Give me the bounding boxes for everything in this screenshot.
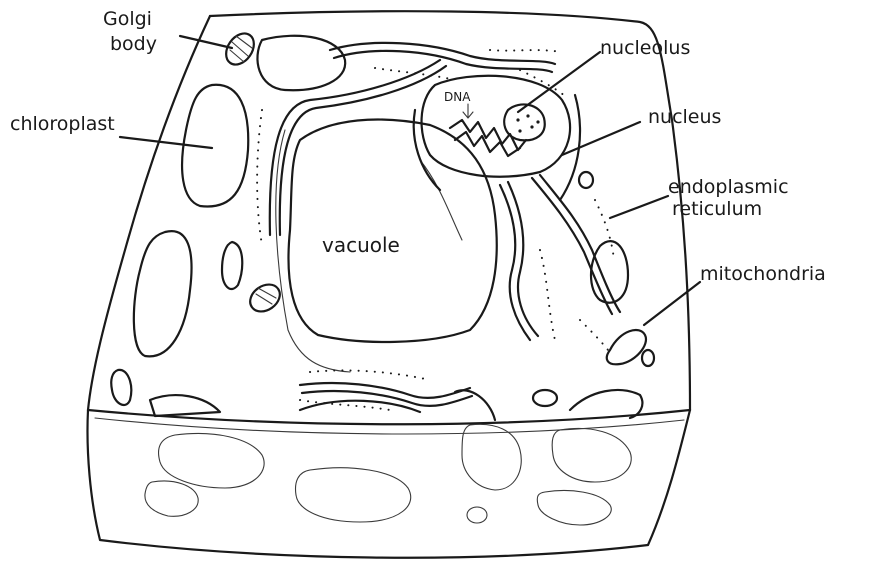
label-golgi-line2: body <box>110 33 157 55</box>
front-face-organelles <box>145 390 642 525</box>
label-nucleolus: nucleolus <box>600 37 690 59</box>
label-chloroplast: chloroplast <box>10 113 115 135</box>
label-reticulum: reticulum <box>672 198 762 220</box>
ribosome-dots <box>257 50 614 410</box>
label-golgi-line1: Golgi <box>103 8 152 30</box>
leader-lines <box>120 36 700 325</box>
nucleus <box>414 76 580 200</box>
golgi-bodies <box>220 28 285 317</box>
chloroplasts <box>134 36 628 357</box>
label-endoplasmic: endoplasmic <box>668 176 789 198</box>
label-mitochondria: mitochondria <box>700 263 826 285</box>
label-dna: DNA <box>444 90 471 104</box>
dna-strands <box>450 104 526 156</box>
label-nucleus: nucleus <box>648 106 721 128</box>
mitochondria <box>111 172 654 406</box>
label-vacuole: vacuole <box>322 233 400 257</box>
